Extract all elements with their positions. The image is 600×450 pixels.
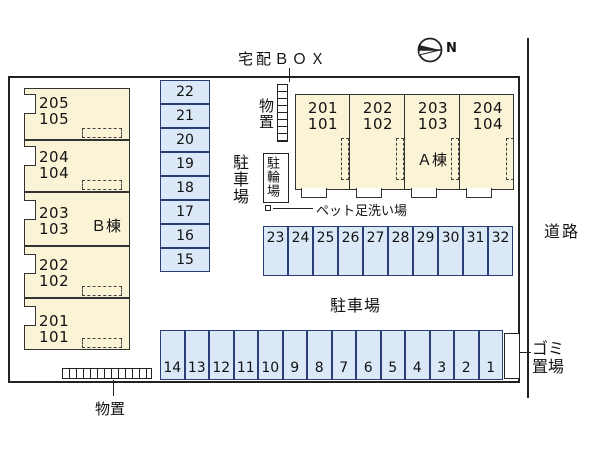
garbage-leader — [519, 352, 531, 353]
parking-space: 22 — [160, 80, 210, 104]
building-a-name: Ａ棟 — [417, 151, 448, 169]
parking-space: 1 — [478, 330, 503, 380]
parking-space: 18 — [160, 176, 210, 200]
unit-number-lower: 102 — [39, 272, 70, 290]
parking-left-column: 22 21 20 19 18 17 16 15 — [160, 80, 210, 274]
parking-space: 19 — [160, 152, 210, 176]
building-a-unit-4: 204 104 — [470, 100, 506, 132]
compass: N — [416, 37, 466, 63]
unit-number-upper: 201 — [39, 312, 70, 330]
garbage-label: ゴミ置場 — [532, 339, 565, 376]
unit-number-upper: 204 — [39, 148, 70, 166]
building-b-unit-5: 201 101 — [24, 298, 130, 350]
parking-space: 16 — [160, 224, 210, 248]
unit-number-lower: 101 — [307, 115, 339, 133]
parking-space: 29 — [413, 226, 438, 276]
unit-number-lower: 104 — [39, 164, 70, 182]
pet-wash-label: ペット足洗い場 — [316, 204, 408, 219]
parking-space: 11 — [233, 330, 258, 380]
parking-space: 5 — [380, 330, 405, 380]
unit-number-lower: 102 — [362, 115, 394, 133]
pet-wash-marker — [265, 205, 271, 211]
unit-number-upper: 201 — [307, 99, 339, 117]
building-b: 205 105 204 104 203 103 Ｂ棟 202 102 201 1… — [24, 88, 134, 354]
parking-space: 13 — [184, 330, 209, 380]
storage-shelf-bottom — [62, 368, 152, 379]
parking-space: 31 — [463, 226, 488, 276]
building-b-name: Ｂ棟 — [91, 217, 122, 235]
road-label: 道路 — [544, 222, 581, 241]
parking-space: 27 — [363, 226, 388, 276]
unit-number-upper: 204 — [472, 99, 504, 117]
parking-bottom-row: 14 13 12 11 10 9 8 7 6 5 4 3 2 1 — [160, 330, 504, 380]
parking-space: 15 — [160, 248, 210, 272]
building-b-unit-3: 203 103 Ｂ棟 — [24, 192, 130, 246]
parking-space: 14 — [160, 330, 185, 380]
delivery-box-leader — [289, 68, 290, 82]
building-a-unit-3: 203 103 — [415, 100, 451, 132]
unit-number-lower: 101 — [39, 328, 70, 346]
parking-space: 24 — [288, 226, 313, 276]
pet-wash-leader — [273, 208, 313, 209]
unit-number-upper: 203 — [39, 204, 70, 222]
parking-label-center: 駐車場 — [330, 296, 382, 315]
building-a-unit-2: 202 102 — [360, 100, 396, 132]
building-a-units: 201 101 202 102 203 103 204 104 — [295, 94, 514, 204]
parking-middle-row: 23 24 25 26 27 28 29 30 31 32 — [263, 226, 513, 276]
unit-number-upper: 202 — [362, 99, 394, 117]
parking-space: 12 — [209, 330, 234, 380]
parking-space: 25 — [313, 226, 338, 276]
parking-space: 26 — [338, 226, 363, 276]
parking-space: 9 — [282, 330, 307, 380]
storage-label-top: 物置 — [257, 98, 275, 130]
parking-space: 17 — [160, 200, 210, 224]
parking-space: 23 — [263, 226, 288, 276]
building-b-unit-2: 204 104 — [24, 140, 130, 192]
parking-space: 8 — [307, 330, 332, 380]
parking-space: 3 — [429, 330, 454, 380]
parking-space: 4 — [405, 330, 430, 380]
bicycle-parking — [263, 153, 289, 203]
building-a-unit-1: 201 101 — [305, 100, 341, 132]
parking-label-vertical: 駐車場 — [230, 154, 249, 205]
building-b-unit-4: 202 102 — [24, 246, 130, 298]
parking-space: 28 — [388, 226, 413, 276]
building-b-unit-1: 205 105 — [24, 88, 130, 140]
unit-number-lower: 103 — [39, 220, 70, 238]
delivery-box-label: 宅配ＢＯＸ — [238, 50, 329, 68]
garbage-box — [504, 333, 520, 379]
unit-number-upper: 205 — [39, 94, 70, 112]
unit-number-upper: 203 — [417, 99, 449, 117]
storage-shelf-top — [277, 84, 288, 142]
unit-number-lower: 103 — [417, 115, 449, 133]
parking-space: 20 — [160, 128, 210, 152]
parking-space: 30 — [438, 226, 463, 276]
parking-space: 2 — [454, 330, 479, 380]
parking-space: 7 — [331, 330, 356, 380]
unit-number-lower: 105 — [39, 110, 70, 128]
unit-number-lower: 104 — [472, 115, 504, 133]
bicycle-parking-label: 駐輪場 — [264, 156, 279, 198]
parking-space: 6 — [356, 330, 381, 380]
road-boundary — [527, 38, 529, 398]
parking-space: 32 — [488, 226, 513, 276]
parking-space: 10 — [258, 330, 283, 380]
parking-space: 21 — [160, 104, 210, 128]
storage-label-bottom: 物置 — [95, 400, 126, 418]
storage-bottom-leader — [113, 380, 114, 396]
north-arrow-icon — [417, 37, 443, 63]
compass-label: N — [446, 41, 457, 56]
unit-number-upper: 202 — [39, 256, 70, 274]
